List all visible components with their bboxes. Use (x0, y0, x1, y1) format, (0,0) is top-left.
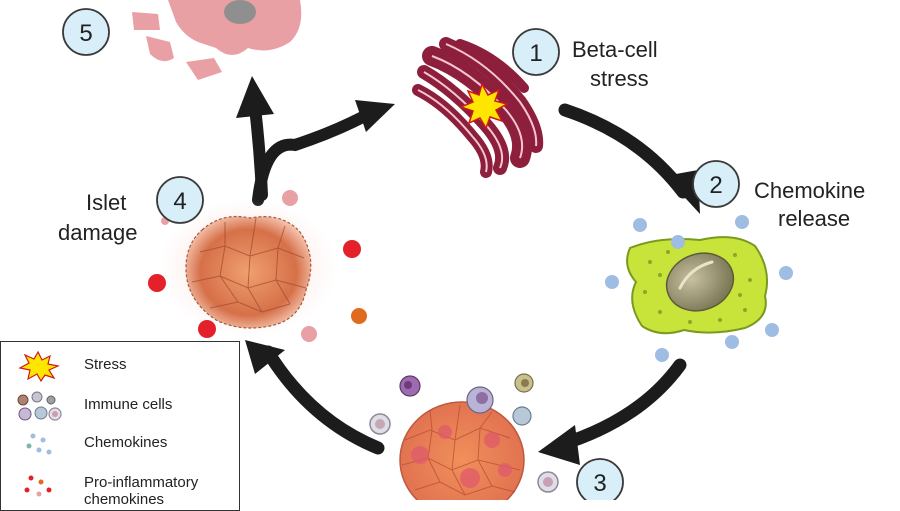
legend-item-pro-inflammatory-chemokines: Pro-inflammatory chemokines (1, 466, 241, 508)
legend-item-chemokines: Chemokines (1, 426, 241, 462)
legend-label-stress: Stress (84, 356, 127, 373)
legend-label-chemokines: Chemokines (84, 434, 168, 451)
chemokine-dots (605, 215, 793, 362)
step-badge-2: 2 (692, 160, 740, 208)
stress-burst-icon (458, 82, 510, 130)
arrow-4-to-1-and-5 (236, 76, 395, 206)
step-badge-5: 5 (62, 8, 110, 56)
step-badge-3: 3 (576, 458, 624, 500)
svg-text:3: 3 (593, 470, 606, 497)
arrow-2-to-3 (538, 358, 687, 465)
damaged-islet-icon (158, 198, 338, 338)
stress-burst-icon (18, 350, 60, 382)
legend-label-pro-inflammatory-line1: Pro-inflammatory (84, 474, 199, 491)
legend-label-pro-inflammatory: Pro-inflammatory chemokines (84, 474, 198, 508)
step-4-label-line2: damage (58, 220, 138, 245)
islet-damage-cycle-diagram: 1 2 3 4 5 Beta-cell stress Chemokine rel… (58, 0, 865, 500)
step-badge-4: 4 (156, 176, 204, 224)
immune-cells-icon (17, 391, 62, 421)
chemokine-dots-icon (26, 433, 52, 455)
islet-remnant-fragments (132, 0, 302, 80)
pro-inflammatory-chemokine-dots (148, 190, 367, 342)
beta-cell-icon (626, 236, 768, 335)
step-4-label-line1: Islet (86, 190, 126, 215)
step-2-label-line1: Chemokine (754, 178, 865, 203)
legend-box: Stress Immune cells Chemokines (0, 341, 240, 511)
legend-item-stress: Stress (1, 348, 241, 384)
svg-text:1: 1 (529, 40, 542, 67)
step-1-label-line2: stress (590, 66, 649, 91)
endoplasmic-reticulum-icon (412, 37, 544, 178)
immune-cells-cluster (369, 373, 559, 493)
legend-item-immune-cells: Immune cells (1, 388, 241, 424)
svg-text:4: 4 (173, 188, 186, 215)
arrow-3-to-4 (245, 340, 385, 455)
svg-text:5: 5 (79, 20, 92, 47)
step-1-label-line1: Beta-cell (572, 37, 658, 62)
infiltrated-islet-icon (399, 401, 525, 500)
svg-text:2: 2 (709, 172, 722, 199)
step-2-label-line2: release (778, 206, 850, 231)
step-badge-1: 1 (512, 28, 560, 76)
pro-inflammatory-dots-icon (24, 475, 52, 497)
arrow-1-to-2 (558, 103, 700, 214)
legend-label-immune-cells: Immune cells (84, 396, 173, 413)
